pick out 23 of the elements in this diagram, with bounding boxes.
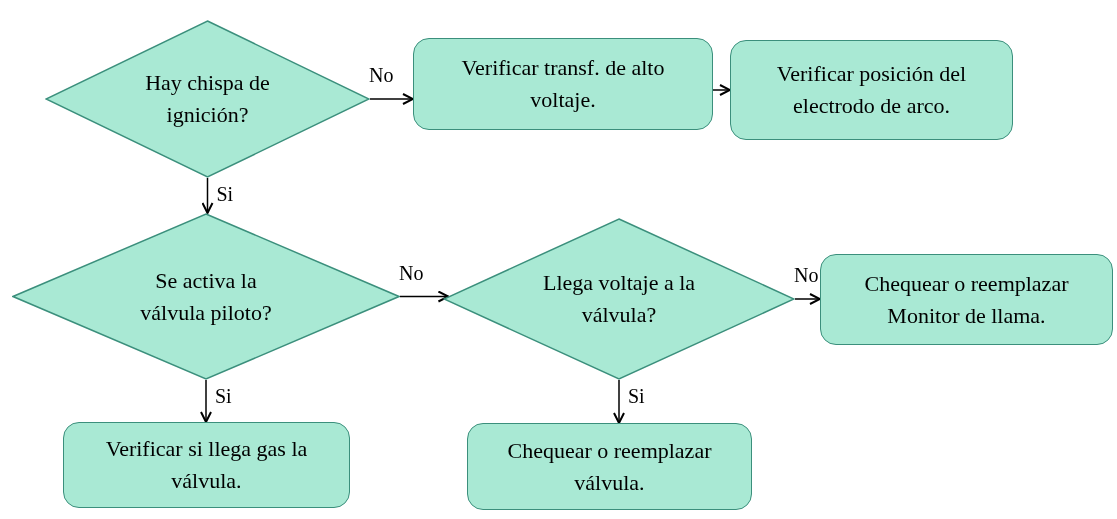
process-box — [467, 423, 752, 510]
node-text: Llega voltaje a la válvula? — [541, 269, 697, 329]
arrow — [613, 379, 625, 424]
node-text: Verificar posición del electrodo de arco. — [775, 60, 968, 120]
arrow — [201, 177, 214, 214]
arrow — [399, 290, 450, 303]
node-text: Chequear o reemplazar válvula. — [506, 436, 713, 497]
process-box — [730, 40, 1013, 140]
arrow — [794, 293, 821, 305]
node-text: Verificar si llega gas la válvula. — [104, 435, 309, 495]
arrow — [200, 379, 212, 423]
node-text: Hay chispa de ignición? — [144, 69, 271, 129]
arrow — [712, 84, 731, 96]
arrow — [369, 93, 414, 105]
decision-diamond — [45, 20, 370, 178]
node-text: Se activa la válvula piloto? — [139, 266, 273, 327]
process-box — [63, 422, 350, 508]
process-box — [413, 38, 713, 130]
node-text: Chequear o reemplazar Monitor de llama. — [863, 269, 1070, 330]
node-text: Verificar transf. de alto voltaje. — [460, 54, 666, 114]
decision-diamond — [443, 218, 795, 380]
process-box — [820, 254, 1113, 345]
decision-diamond — [12, 213, 400, 380]
